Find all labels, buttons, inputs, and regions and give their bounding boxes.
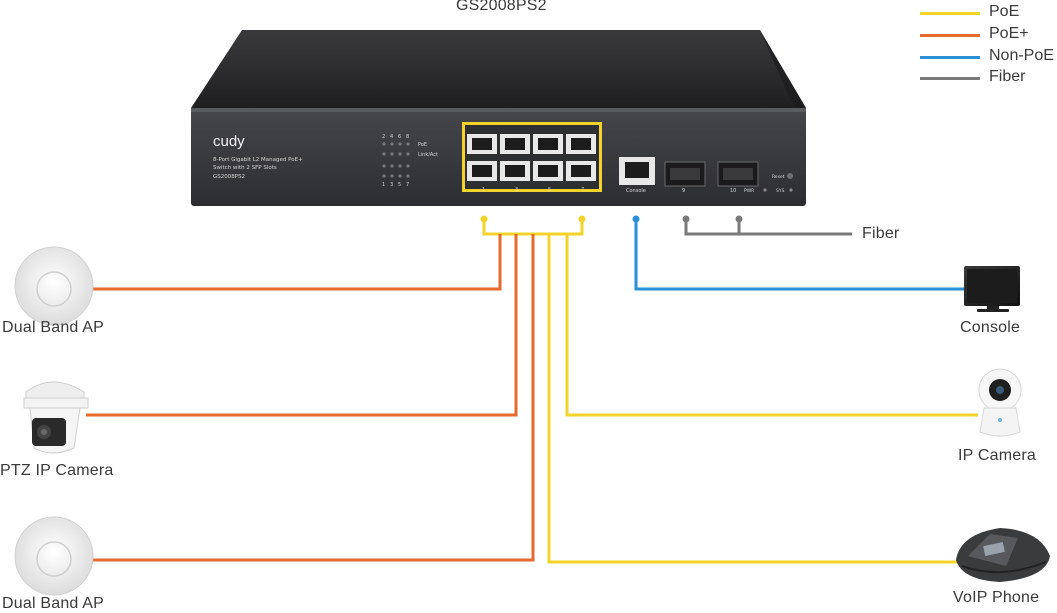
legend-label-fiber: Fiber [989, 68, 1026, 85]
led-bottom-number-1: 1 [382, 182, 385, 188]
switch-model-small: GS2008PS2 [213, 174, 245, 180]
fiber-line [684, 219, 852, 236]
console-port[interactable] [619, 157, 655, 185]
led-poe-label: PoE [418, 142, 427, 148]
sfp-slot-10[interactable] [717, 161, 759, 187]
sys-led [789, 188, 793, 192]
switch-device: cudy 8-Port Gigabit L2 Managed PoE+ Swit… [191, 30, 806, 206]
led-panel: 2 4 6 8 PoE Link/Act 1 3 5 7 [382, 134, 438, 188]
led-dots [382, 142, 410, 178]
access-point-top-icon [14, 246, 94, 326]
legend-line-poe-plus [920, 34, 980, 37]
console-port-label: Console [626, 188, 646, 194]
legend-label-poe-plus: PoE+ [989, 25, 1029, 42]
legend-label-poe: PoE [989, 3, 1020, 20]
dual-band-ap-top-label: Dual Band AP [2, 319, 105, 336]
access-point-bottom-icon [14, 516, 94, 596]
bottom-port-openings [472, 165, 591, 177]
led-top-number-1: 2 [382, 134, 385, 140]
console-device-label: Console [960, 319, 1021, 336]
sfp-label-10: 10 [730, 188, 736, 194]
port-top-number-1: 2 [480, 126, 483, 132]
sfp-slot-9[interactable] [664, 161, 706, 187]
switch-front-edge [191, 108, 806, 112]
port-bottom-number-1: 1 [482, 187, 485, 193]
switch-description-line2: Switch with 2 SFP Slots [213, 165, 277, 171]
dual-band-ap-bottom-label: Dual Band AP [2, 595, 105, 612]
fiber-label: Fiber [862, 225, 900, 242]
non-poe-line-console [634, 219, 964, 291]
pwr-led [763, 188, 767, 192]
switch-model-title: GS2008PS2 [456, 0, 547, 14]
voip-phone-icon [956, 528, 1050, 582]
switch-description-line1: 8-Port Gigabit L2 Managed PoE+ [213, 157, 303, 163]
port-top-number-4: 8 [579, 126, 582, 132]
legend-line-non-poe [920, 56, 980, 59]
led-bottom-number-4: 7 [406, 182, 409, 188]
led-bottom-number-3: 5 [398, 182, 401, 188]
connection-lines [86, 215, 978, 564]
port-bottom-number-3: 5 [548, 187, 551, 193]
console-port-dot [632, 215, 640, 223]
port-bottom-number-4: 7 [581, 187, 584, 193]
poe-line-ip-camera [565, 234, 978, 417]
poe-plus-line-ap-top [92, 234, 502, 291]
led-top-number-4: 8 [406, 134, 409, 140]
ethernet-port-block: 2 4 6 8 1 3 5 7 [462, 122, 602, 193]
monitor-icon [964, 266, 1020, 312]
poe-port-dot-1 [480, 215, 488, 223]
led-top-number-3: 6 [398, 134, 401, 140]
sfp-label-9: 9 [682, 188, 685, 194]
poe-port-dot-7 [578, 215, 586, 223]
led-link-label: Link/Act [418, 152, 438, 158]
sfp-9-dot [682, 215, 690, 223]
switch-brand-logo: cudy [213, 133, 245, 150]
led-top-number-2: 4 [390, 134, 393, 140]
top-port-openings [472, 138, 591, 150]
poe-trunk-line [482, 219, 584, 236]
ip-camera-icon [978, 368, 1022, 437]
reset-button[interactable] [787, 173, 793, 179]
sys-label: SYS [776, 188, 785, 194]
legend-line-fiber [920, 77, 980, 80]
sfp-10-dot [735, 215, 743, 223]
voip-phone-label: VoIP Phone [953, 589, 1040, 606]
port-bottom-number-2: 3 [515, 187, 518, 193]
poe-line-voip-phone [547, 234, 960, 564]
port-top-number-2: 4 [513, 126, 516, 132]
ptz-camera-icon [23, 381, 89, 454]
poe-plus-line-ap-bottom [92, 234, 535, 562]
reset-label: Reset [772, 174, 785, 180]
poe-plus-line-ptz-camera [86, 234, 518, 417]
ptz-ip-camera-label: PTZ IP Camera [0, 462, 114, 479]
port-top-number-3: 6 [546, 126, 549, 132]
led-bottom-number-2: 3 [390, 182, 393, 188]
switch-top-face [191, 30, 806, 108]
pwr-label: PWR [744, 188, 754, 194]
ip-camera-label: IP Camera [958, 447, 1036, 464]
legend-line-poe [920, 12, 980, 15]
legend-label-non-poe: Non-PoE [989, 47, 1054, 64]
